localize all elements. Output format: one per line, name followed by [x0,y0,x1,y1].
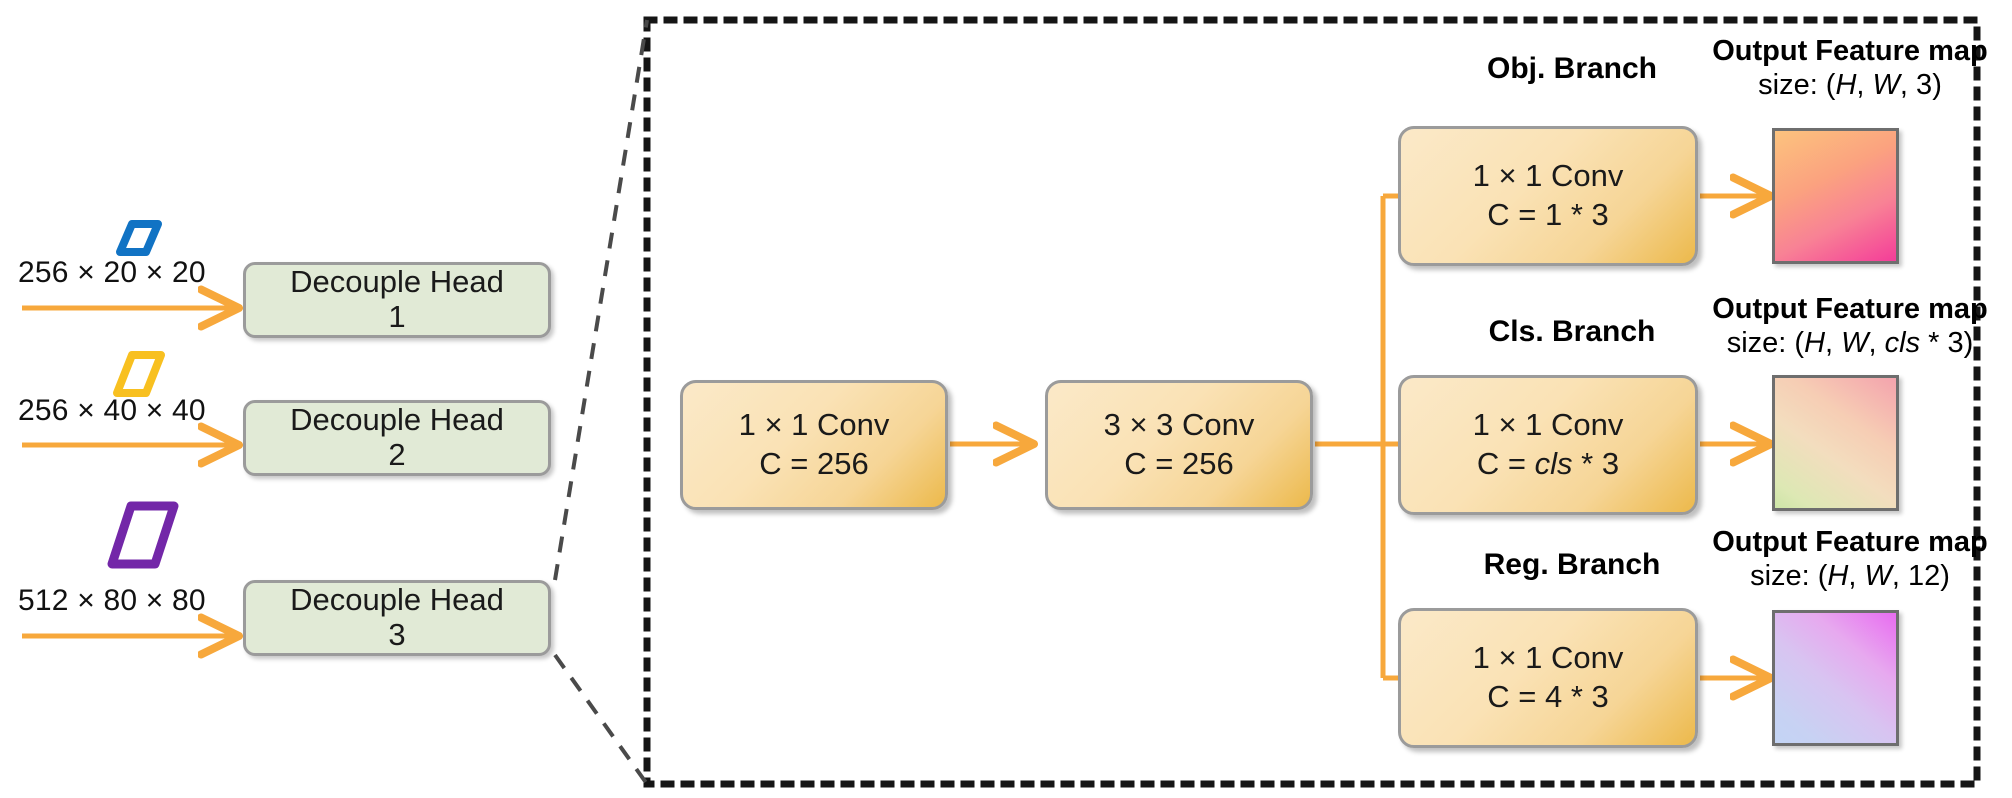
cls-branch-conv-line2: C = cls * 3 [1476,446,1620,481]
trunk-conv-1x1[interactable]: 1 × 1 Conv C = 256 [680,380,948,510]
decouple-head-1-line1: Decouple Head [290,264,504,300]
reg-branch-title: Reg. Branch [1483,548,1661,581]
reg-fm-size: size: (H, W, 12) [1750,560,1950,593]
cls-feature-map-caption: Output Feature map size: (H, W, cls * 3) [1655,292,2012,360]
trunk-conv-1x1-line2: C = 256 [759,446,869,481]
obj-output-feature-map [1772,128,1899,264]
input-label-1: 256 × 20 × 20 [18,256,206,289]
reg-branch-conv-line1: 1 × 1 Conv [1472,640,1624,676]
cls-branch-conv-line1: 1 × 1 Conv [1472,407,1624,443]
trunk-conv-3x3-line1: 3 × 3 Conv [1103,407,1255,443]
cls-branch-title: Cls. Branch [1488,315,1656,348]
parallelogram-yellow-icon [113,350,165,398]
reg-feature-map-caption: Output Feature map size: (H, W, 12) [1660,525,2012,593]
obj-fm-size: size: (H, W, 3) [1758,69,1942,102]
reg-branch-conv[interactable]: 1 × 1 Conv C = 4 * 3 [1398,608,1698,748]
cls-output-feature-map [1772,375,1899,511]
decouple-head-3-line2: 3 [388,617,406,652]
reg-branch-conv-line2: C = 4 * 3 [1487,679,1609,714]
obj-branch-conv-line1: 1 × 1 Conv [1472,158,1624,194]
input-label-2: 256 × 40 × 40 [18,394,206,427]
cls-fm-title: Output Feature map [1712,293,1988,325]
cls-fm-size: size: (H, W, cls * 3) [1726,327,1974,360]
decouple-head-2[interactable]: Decouple Head 2 [243,400,551,476]
cls-branch-conv[interactable]: 1 × 1 Conv C = cls * 3 [1398,375,1698,515]
parallelogram-purple-icon [106,500,180,570]
reg-output-feature-map [1772,610,1899,746]
obj-feature-map-caption: Output Feature map size: (H, W, 3) [1660,34,2012,102]
trunk-conv-3x3-line2: C = 256 [1124,446,1234,481]
decouple-head-1[interactable]: Decouple Head 1 [243,262,551,338]
trunk-conv-1x1-line1: 1 × 1 Conv [738,407,890,443]
obj-fm-title: Output Feature map [1712,35,1988,67]
decouple-head-2-line1: Decouple Head [290,402,504,438]
reg-fm-title: Output Feature map [1712,526,1988,558]
obj-branch-conv[interactable]: 1 × 1 Conv C = 1 * 3 [1398,126,1698,266]
callout-line-bottom [553,653,649,786]
decouple-head-1-line2: 1 [388,299,406,334]
parallelogram-blue-icon [116,220,162,256]
decouple-head-2-line2: 2 [388,437,406,472]
input-label-3: 512 × 80 × 80 [18,584,206,617]
obj-branch-title: Obj. Branch [1486,52,1658,85]
decouple-head-3-line1: Decouple Head [290,582,504,618]
obj-branch-conv-line2: C = 1 * 3 [1487,197,1609,232]
callout-line-top [553,19,649,581]
decouple-head-3[interactable]: Decouple Head 3 [243,580,551,656]
trunk-conv-3x3[interactable]: 3 × 3 Conv C = 256 [1045,380,1313,510]
